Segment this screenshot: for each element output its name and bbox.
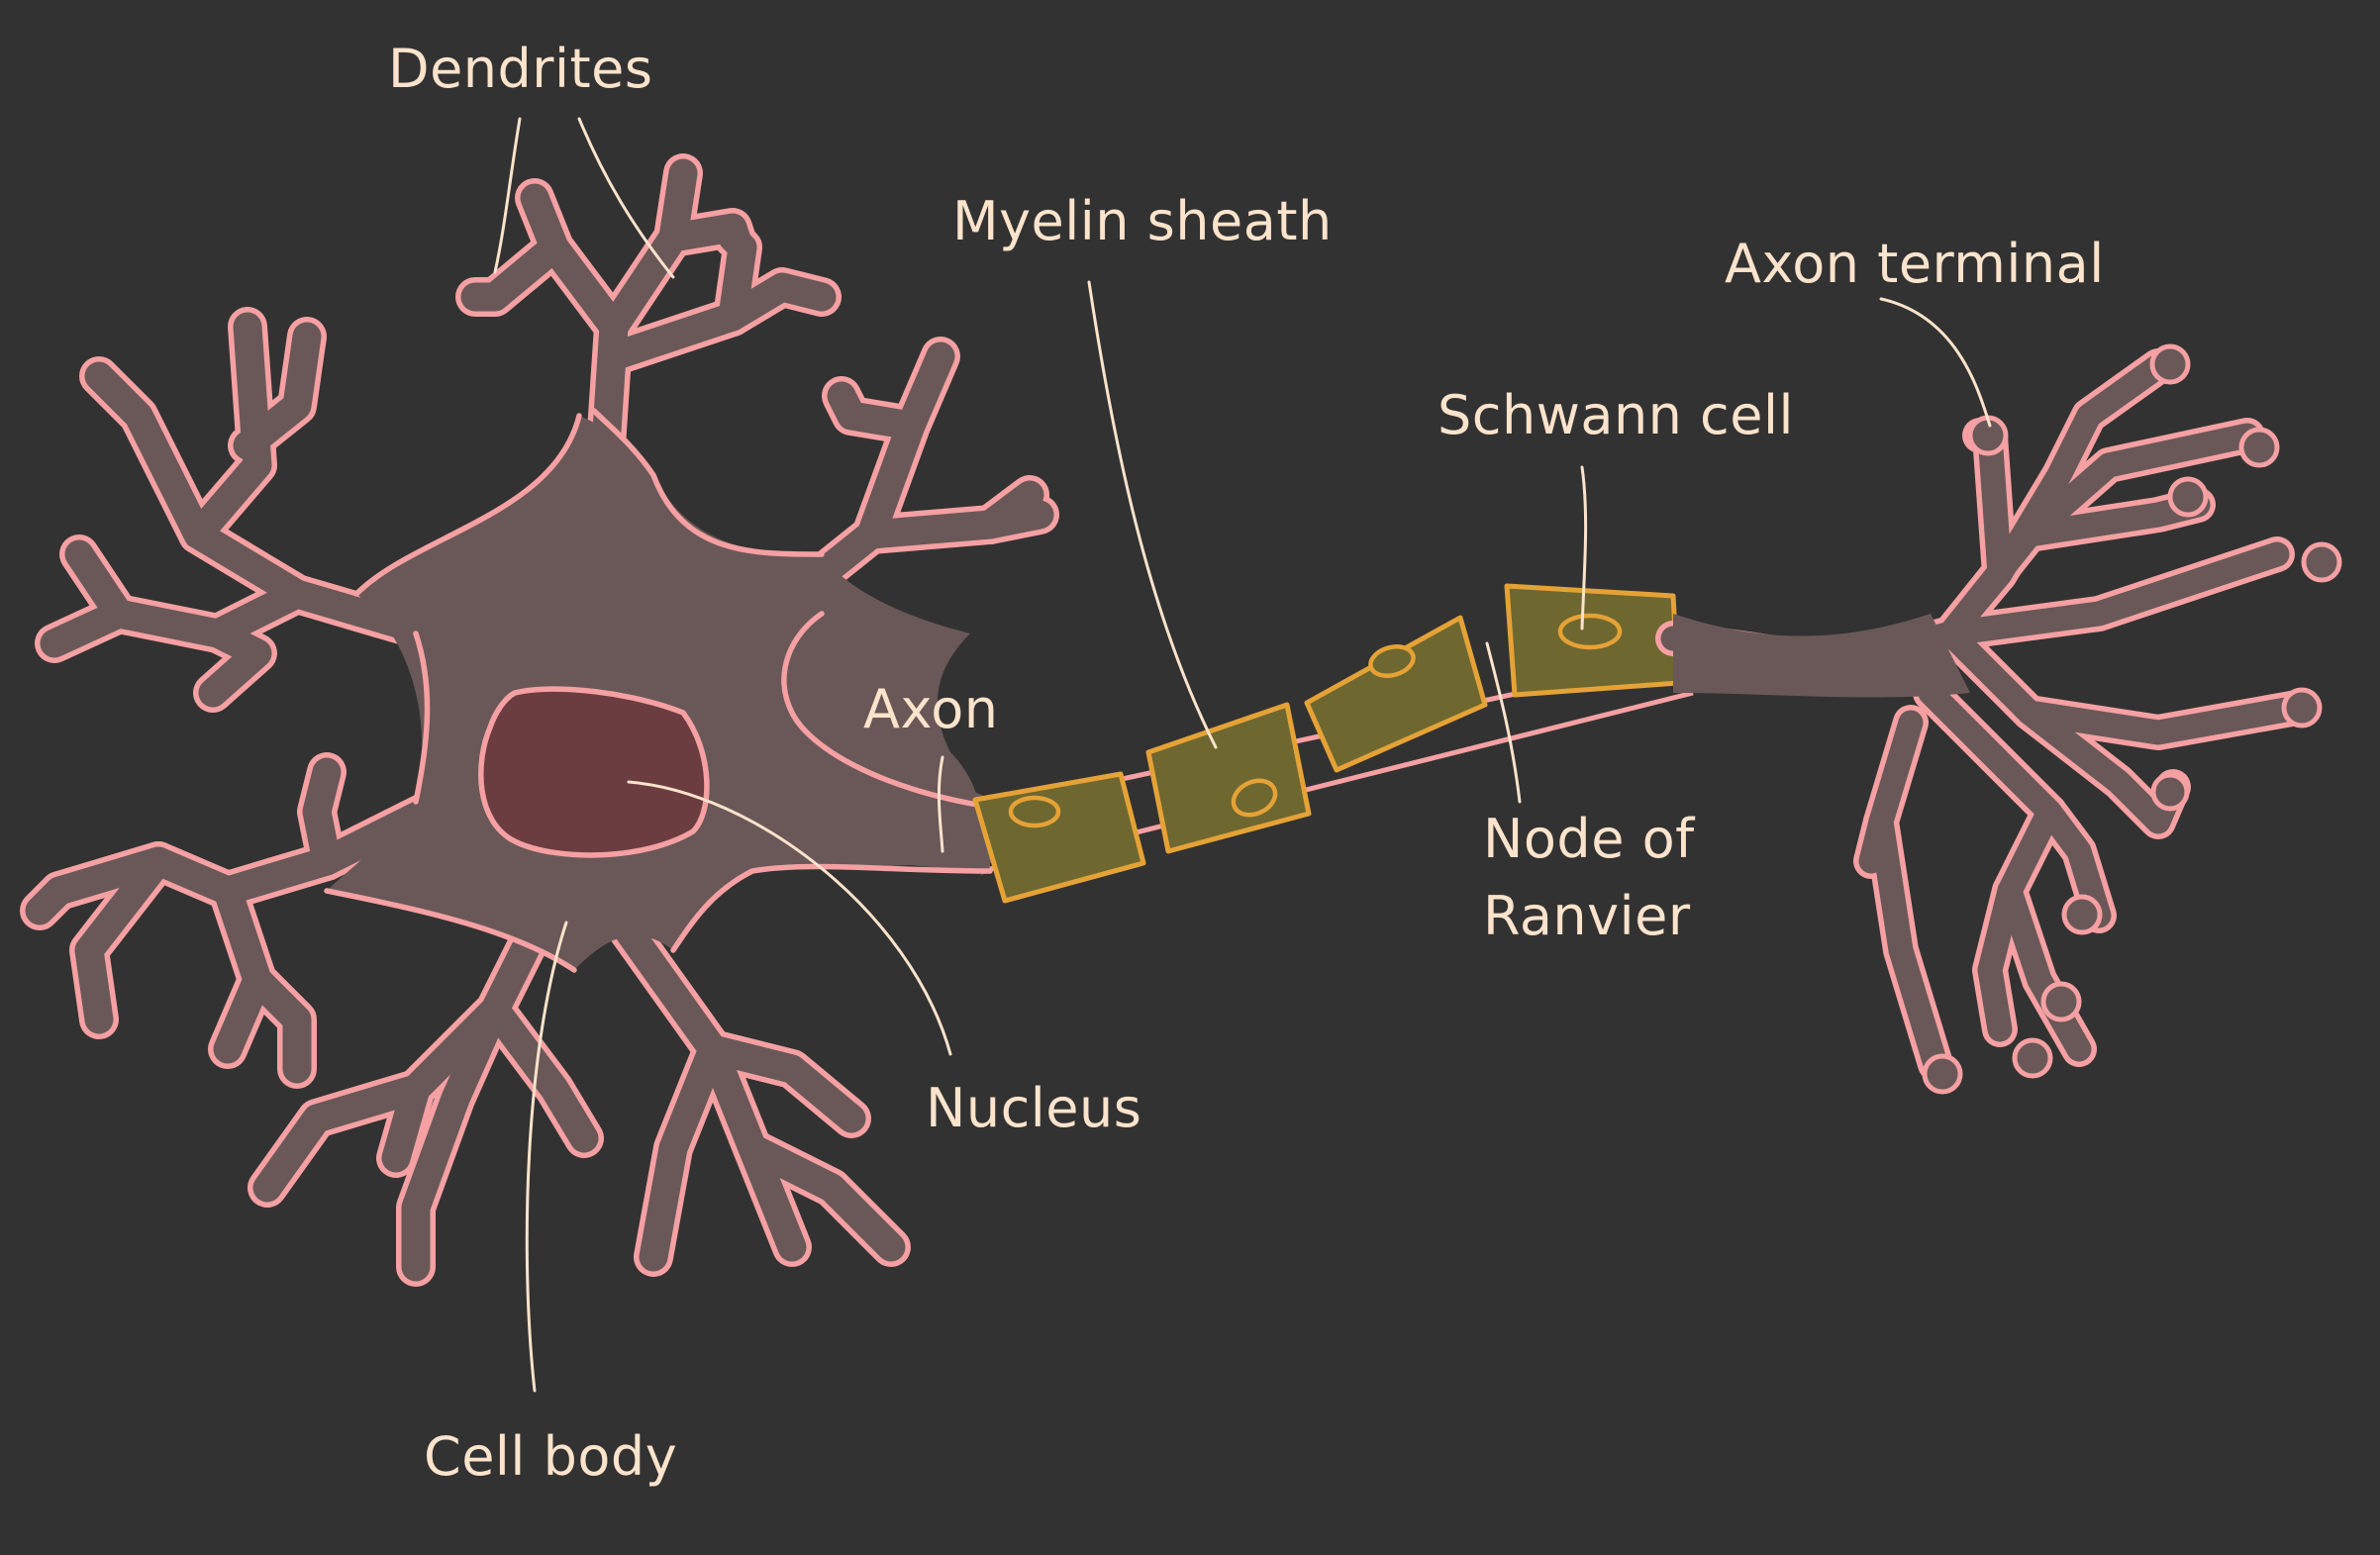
label-nucleus: Nucleus: [926, 1077, 1141, 1139]
label-dendrites: Dendrites: [388, 38, 653, 100]
label-axon-terminal: Axon terminal: [1725, 233, 2105, 295]
leader-nucleus: [627, 780, 952, 1056]
leader-dendrites-2: [577, 117, 675, 279]
label-node-of-ranvier-line2: Ranvier: [1483, 885, 1691, 947]
nucleus-shape: [478, 686, 710, 858]
leader-node: [1485, 641, 1522, 804]
leader-dendrites-1: [493, 117, 522, 274]
cell-body-outline: [324, 408, 993, 973]
leader-lines: [493, 117, 1992, 1393]
neuron-soma-group: [20, 153, 1059, 1287]
label-axon: Axon: [863, 678, 999, 740]
myelin-segment-2: [1145, 702, 1312, 854]
axon-myelin-group: [972, 583, 1704, 904]
labels: Dendrites Myelin sheath Axon terminal Sc…: [388, 38, 2105, 1488]
dendrites: [20, 153, 1059, 1287]
label-myelin-sheath: Myelin sheath: [952, 190, 1333, 252]
synaptic-knobs: [1922, 343, 2342, 1095]
myelin-segment-3: [1304, 615, 1488, 773]
axon-terminal-trunk: [1673, 614, 1970, 698]
leader-schwann: [1580, 465, 1588, 631]
label-node-of-ranvier-line1: Node of: [1483, 808, 1696, 870]
leader-axon: [937, 755, 944, 853]
myelin-segment-4: [1504, 583, 1681, 698]
leader-myelin: [1087, 280, 1218, 749]
label-schwann-cell: Schwann cell: [1438, 384, 1794, 446]
myelin-segment-1: [972, 771, 1146, 904]
label-cell-body: Cell body: [424, 1425, 677, 1488]
leader-cell-body: [525, 921, 568, 1393]
leader-axon-terminal: [1879, 297, 1992, 428]
axon-terminal-group: [1655, 343, 2342, 1095]
